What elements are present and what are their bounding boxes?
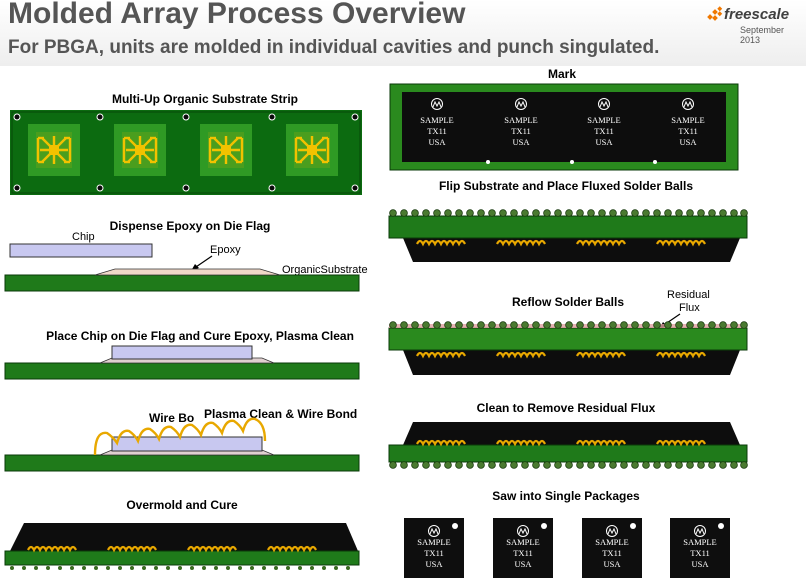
chip-label: Chip: [72, 231, 95, 243]
package-marking-text: SAMPLE: [504, 115, 538, 125]
marked-strip: SAMPLE TX11 USA SAMPLE TX11 USA SAMPLE T…: [389, 83, 739, 171]
package-marking-text: TX11: [602, 548, 622, 558]
mark-unit-3: SAMPLE TX11 USA: [587, 98, 621, 147]
placed-chip: [111, 345, 253, 360]
package-marking-text: TX11: [690, 548, 710, 558]
single-package-2: SAMPLE TX11 USA: [492, 517, 554, 579]
package-marking-text: SAMPLE: [506, 537, 540, 547]
step-label-reflow: Reflow Solder Balls: [512, 295, 624, 309]
step-label-dispense-epoxy: Dispense Epoxy on Die Flag: [110, 219, 271, 233]
page-title: Molded Array Process Overview: [8, 0, 466, 30]
package-marking-text: USA: [691, 559, 709, 569]
package-marking-text: TX11: [678, 126, 698, 136]
package-marking-text: SAMPLE: [683, 537, 717, 547]
package-marking-text: TX11: [513, 548, 533, 558]
bond-wires: [93, 417, 267, 456]
package-marking-text: TX11: [424, 548, 444, 558]
single-package-1: SAMPLE TX11 USA: [403, 517, 465, 579]
single-package-3: SAMPLE TX11 USA: [581, 517, 643, 579]
step-label-clean: Clean to Remove Residual Flux: [477, 401, 656, 415]
header-bar: Molded Array Process Overview For PBGA, …: [0, 0, 806, 66]
residual-flux-label-1: Residual: [667, 289, 710, 301]
package-marking-text: USA: [679, 137, 697, 147]
package-marking-text: TX11: [511, 126, 531, 136]
substrate-label: OrganicSubstrate: [282, 264, 368, 276]
package-marking-text: USA: [512, 137, 530, 147]
package-marking-text: SAMPLE: [587, 115, 621, 125]
package-marking-text: USA: [595, 137, 613, 147]
epoxy-layer: [94, 268, 281, 276]
step-label-flip-substrate: Flip Substrate and Place Fluxed Solder B…: [439, 179, 693, 193]
mark-unit-4: SAMPLE TX11 USA: [671, 98, 705, 147]
package-marking-text: SAMPLE: [417, 537, 451, 547]
package-marking-text: USA: [428, 137, 446, 147]
package-marking-text: TX11: [427, 126, 447, 136]
logo-date: September 2013: [740, 25, 785, 45]
package-marking-text: SAMPLE: [420, 115, 454, 125]
freescale-logo-icon: [707, 6, 723, 21]
page-subtitle: For PBGA, units are molded in individual…: [8, 37, 660, 58]
mark-unit-1: SAMPLE TX11 USA: [420, 98, 454, 147]
residual-flux-label-2: Flux: [679, 302, 700, 314]
step-label-place-chip: Place Chip on Die Flag and Cure Epoxy, P…: [46, 329, 354, 343]
flipped-strip: [388, 209, 748, 262]
cleaned-strip: [388, 422, 748, 468]
package-marking-text: USA: [425, 559, 443, 569]
step-label-wire-bond-partial: Wire Bo: [149, 411, 194, 425]
package-marking-text: SAMPLE: [595, 537, 629, 547]
mark-unit-2: SAMPLE TX11 USA: [504, 98, 538, 147]
package-marking-text: TX11: [594, 126, 614, 136]
substrate-strip: [10, 110, 362, 195]
overmold-strip: [4, 523, 360, 570]
chip-block: [9, 243, 153, 258]
step-label-mark: Mark: [548, 67, 576, 81]
package-marking-text: USA: [603, 559, 621, 569]
single-package-4: SAMPLE TX11 USA: [669, 517, 731, 579]
freescale-logo-text: freescale: [724, 6, 790, 23]
package-marking-text: SAMPLE: [671, 115, 705, 125]
bonded-chip: [111, 436, 263, 452]
step-label-substrate-strip: Multi-Up Organic Substrate Strip: [112, 92, 298, 106]
step-label-plasma-wire-bond: Plasma Clean & Wire Bond: [204, 407, 357, 421]
epoxy-label: Epoxy: [210, 244, 241, 256]
step-label-saw: Saw into Single Packages: [492, 489, 640, 503]
package-marking-text: USA: [514, 559, 532, 569]
step-label-overmold: Overmold and Cure: [126, 498, 238, 512]
reflowed-strip: [388, 322, 748, 375]
